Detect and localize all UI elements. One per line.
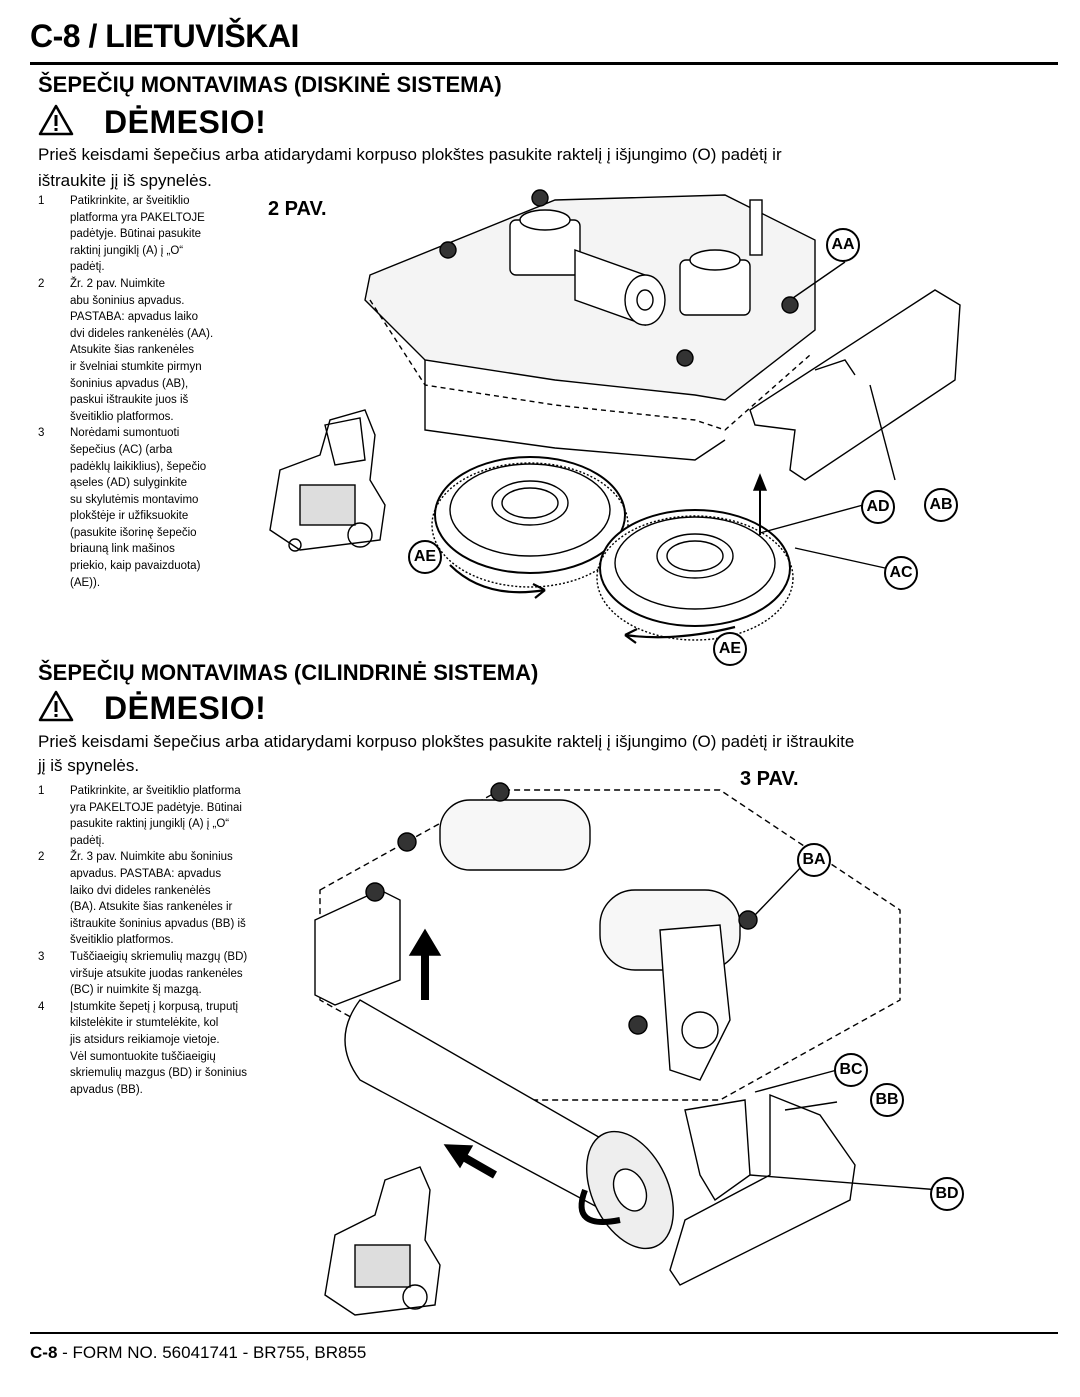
step-item: 2 Žr. 2 pav. Nuimkite abu šoninius apvadus…: [38, 276, 263, 425]
step-line: šveitiklio platformos.: [70, 410, 174, 423]
cyl-warning-text-2: jį iš spynelės.: [38, 756, 140, 775]
step-line: skriemulių mazgus (BD) ir šoninius: [70, 1067, 248, 1080]
callout-ad: AD: [861, 490, 895, 524]
step-line: PASTABA: apvadus laiko: [70, 311, 199, 324]
step-item: 3 Norėdami sumontuoti šepečius (AC) (arba p…: [38, 425, 263, 591]
step-line: jis atsidurs reikiamoje vietoje.: [70, 1033, 220, 1046]
step-line: su skylutėmis montavimo: [70, 493, 199, 506]
cyl-steps-list: 1 Patikrinkite, ar šveitiklio platforma yr…: [38, 783, 293, 1098]
disc-section-heading: ŠEPEČIŲ MONTAVIMAS (DISKINĖ SISTEMA): [38, 72, 502, 97]
cyl-warning-header: DĖMESIO!: [38, 690, 266, 727]
step-line: ištraukite šoninius apvadus (BB) iš: [70, 917, 246, 930]
warning-triangle-icon: [38, 690, 74, 727]
step-line: (BA). Atsukite šias rankenėles ir: [70, 901, 233, 914]
step-line: Žr. 3 pav. Nuimkite abu šoninius: [70, 851, 233, 864]
step-line: Vėl sumontuokite tuščiaeigių: [70, 1050, 216, 1063]
step-line: šepečius (AC) (arba: [70, 443, 173, 456]
step-line: yra PAKELTOJE padėtyje. Būtinai: [70, 801, 242, 814]
disc-warning-header: DĖMESIO!: [38, 104, 266, 141]
step-line: ąseles (AD) sulyginkite: [70, 477, 187, 490]
footer: C-8 - FORM NO. 56041741 - BR755, BR855: [30, 1343, 366, 1363]
step-line: Įstumkite šepetį į korpusą, truputį: [70, 1000, 239, 1013]
step-line: Patikrinkite, ar šveitiklio: [70, 195, 190, 207]
callout-aa: AA: [826, 228, 860, 262]
callout-ae-bottom: AE: [713, 632, 747, 666]
step-number: 1: [38, 785, 45, 797]
step-text: Patikrinkite, ar šveitiklio platforma yra…: [70, 783, 293, 849]
step-text: Tuščiaeigių skriemulių mazgų (BD) viršuje…: [70, 949, 293, 999]
step-text: Patikrinkite, ar šveitiklio platforma yra…: [70, 193, 263, 276]
step-line: kilstelėkite ir stumtelėkite, kol: [70, 1017, 219, 1030]
cylindrical-brush-illustration: [314, 782, 941, 1316]
disc-warning-text-2: ištraukite jį iš spynelės.: [38, 171, 212, 190]
callout-ba: BA: [797, 843, 831, 877]
step-line: Žr. 2 pav. Nuimkite: [70, 277, 166, 290]
step-line: plokštėje ir užfiksuokite: [70, 510, 189, 523]
disc-warning-title: DĖMESIO!: [104, 104, 267, 140]
step-line: abu šoninius apvadus.: [70, 294, 185, 307]
step-item: 4 Įstumkite šepetį į korpusą, truputį kils…: [38, 999, 293, 1099]
step-line: priekio, kaip pavaizduota): [70, 560, 201, 573]
step-line: briauną link mašinos: [70, 543, 175, 556]
step-line: viršuje atsukite juodas rankenėles: [70, 967, 243, 980]
footer-rule: [30, 1332, 1058, 1334]
step-text: Žr. 3 pav. Nuimkite abu šoninius apvadus.…: [70, 849, 293, 949]
step-line: raktinį jungiklį (A) į „O“: [70, 244, 184, 257]
step-item: 3 Tuščiaeigių skriemulių mazgų (BD) viršuj…: [38, 949, 293, 999]
step-number: 4: [38, 1000, 45, 1013]
callout-ab: AB: [924, 488, 958, 522]
step-line: laiko dvi dideles rankenėlės: [70, 884, 211, 897]
disc-brush-illustration: [269, 189, 961, 644]
step-line: pasukite raktinį jungiklį (A) į „O“: [70, 818, 230, 831]
step-line: platforma yra PAKELTOJE: [70, 211, 205, 224]
step-line: Patikrinkite, ar šveitiklio platforma: [70, 785, 241, 797]
step-line: padėtį.: [70, 834, 105, 847]
step-text: Įstumkite šepetį į korpusą, truputį kilst…: [70, 999, 293, 1099]
step-line: padėtyje. Būtinai pasukite: [70, 228, 202, 241]
step-number: 2: [38, 277, 45, 290]
step-item: 1 Patikrinkite, ar šveitiklio platforma yr…: [38, 193, 263, 276]
step-line: šoninius apvadus (AB),: [70, 377, 189, 390]
step-line: Tuščiaeigių skriemulių mazgų (BD): [70, 950, 248, 963]
cyl-warning-text-1: Prieš keisdami šepečius arba atidarydami…: [38, 732, 855, 751]
step-line: Norėdami sumontuoti: [70, 427, 180, 440]
disc-figure-label: 2 PAV.: [268, 198, 327, 220]
cyl-figure-label: 3 PAV.: [740, 768, 799, 790]
step-line: apvadus. PASTABA: apvadus: [70, 867, 222, 880]
callout-ae-left: AE: [408, 540, 442, 574]
step-text: Norėdami sumontuoti šepečius (AC) (arba pa…: [70, 425, 263, 591]
disc-warning-text-1: Prieš keisdami šepečius arba atidarydami…: [38, 145, 782, 164]
step-number: 3: [38, 427, 45, 440]
step-line: šveitiklio platformos.: [70, 934, 174, 947]
cyl-section-heading: ŠEPEČIŲ MONTAVIMAS (CILINDRINĖ SISTEMA): [38, 660, 539, 685]
step-line: (pasukite išorinę šepečio: [70, 526, 197, 539]
warning-triangle-icon: [38, 104, 74, 141]
step-number: 3: [38, 950, 45, 963]
step-line: padėtį.: [70, 261, 105, 274]
cyl-warning-title: DĖMESIO!: [104, 690, 267, 726]
step-item: 1 Patikrinkite, ar šveitiklio platforma yr…: [38, 783, 293, 849]
step-line: Atsukite šias rankenėles: [70, 344, 195, 357]
header-rule: [30, 62, 1058, 65]
step-line: ir švelniai stumkite pirmyn: [70, 360, 202, 373]
disc-steps-list: 1 Patikrinkite, ar šveitiklio platforma yr…: [38, 193, 263, 591]
step-item: 2 Žr. 3 pav. Nuimkite abu šoninius apvadus…: [38, 849, 293, 949]
page-title: C-8 / LIETUVIŠKAI: [30, 18, 299, 54]
callout-bd: BD: [930, 1177, 964, 1211]
callout-ac: AC: [884, 556, 918, 590]
step-text: Žr. 2 pav. Nuimkite abu šoninius apvadus.…: [70, 276, 263, 425]
step-line: paskui ištraukite juos iš: [70, 394, 189, 407]
step-number: 2: [38, 851, 45, 864]
step-line: dvi dideles rankenėlės (AA).: [70, 327, 214, 340]
callout-bb: BB: [870, 1083, 904, 1117]
step-line: padėklų laikiklius), šepečio: [70, 460, 207, 473]
step-number: 1: [38, 195, 45, 207]
callout-bc: BC: [834, 1053, 868, 1087]
step-line: (BC) ir nuimkite šį mazgą.: [70, 984, 202, 997]
footer-page-number: C-8: [30, 1343, 58, 1362]
step-line: apvadus (BB).: [70, 1083, 143, 1096]
footer-form-text: - FORM NO. 56041741 - BR755, BR855: [57, 1343, 367, 1362]
step-line: (AE)).: [70, 576, 101, 589]
